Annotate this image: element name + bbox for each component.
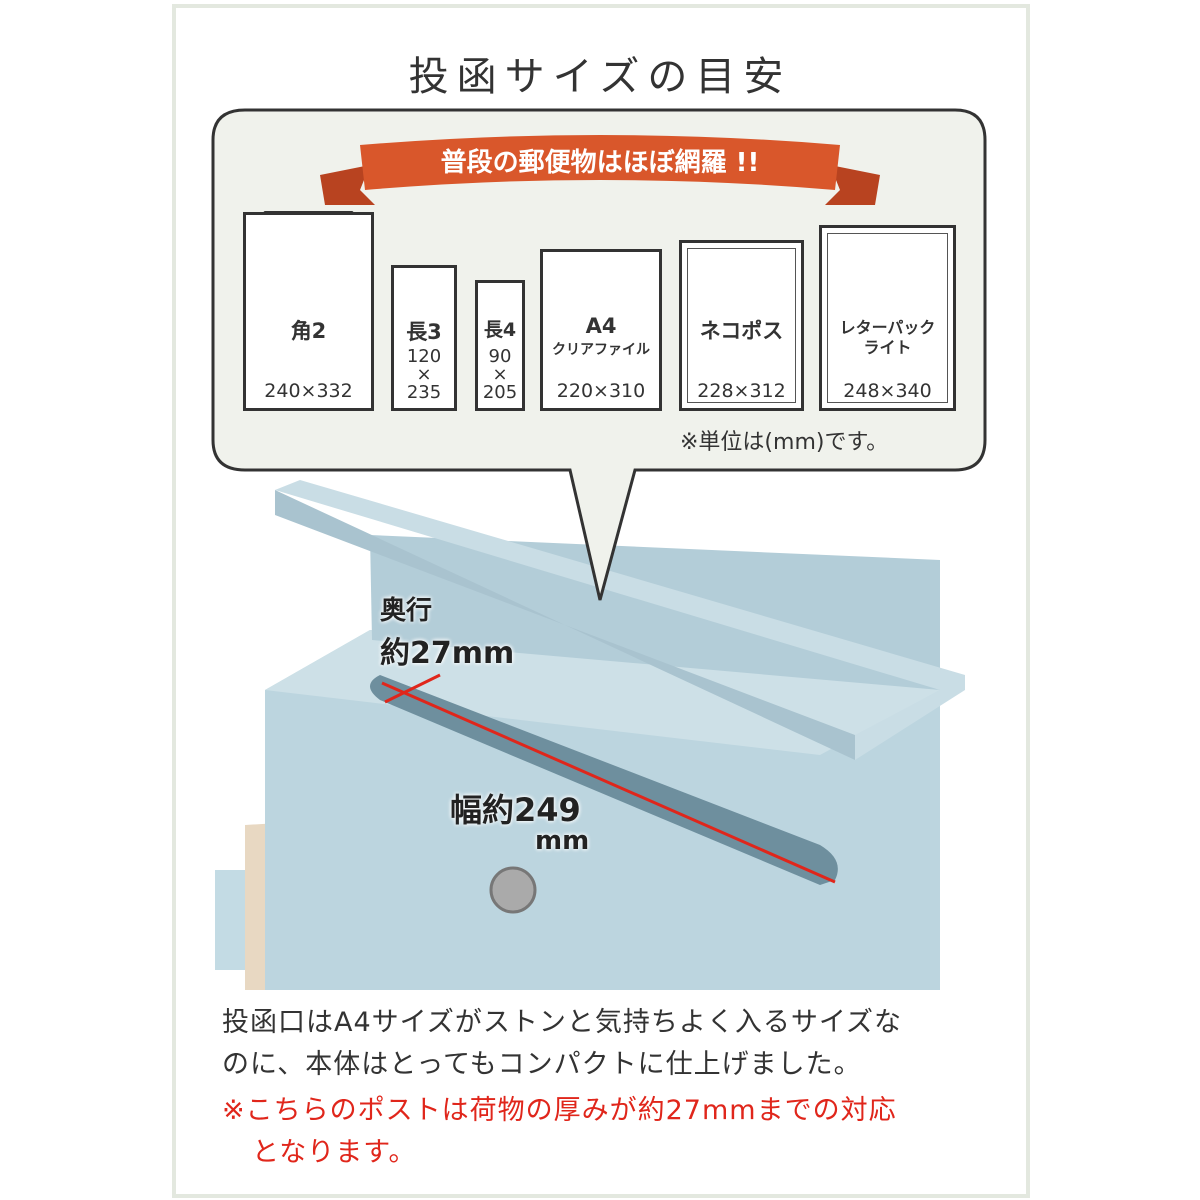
banner-ribbon	[320, 135, 880, 205]
note-line-1: ※こちらのポストは荷物の厚みが約27mmまでの対応	[222, 1095, 897, 1126]
banner-text: 普段の郵便物はほぼ網羅 !!	[440, 148, 760, 178]
mailbox-illustration	[215, 480, 965, 990]
envelope-naga3: 長3 120 × 235	[391, 265, 457, 411]
envelope-kaku2: 角2 240×332	[243, 212, 374, 411]
depth-label: 奥行	[380, 596, 433, 626]
envelope-naga4: 長4 90 × 205	[475, 280, 525, 411]
width-unit: mm	[535, 826, 590, 856]
note-line-2: となります。	[252, 1137, 417, 1168]
unit-note: ※単位は(mm)です。	[680, 430, 889, 455]
width-label: 幅約249	[450, 791, 581, 829]
description-line-1: 投函口はA4サイズがストンと気持ちよく入るサイズな	[222, 1007, 903, 1038]
envelope-letterpack-light: レターパック ライト 248×340	[819, 225, 956, 411]
page-title: 投函サイズの目安	[408, 54, 792, 100]
envelope-a4: A4 クリアファイル 220×310	[540, 249, 662, 411]
envelope-nekopos: ネコポス 228×312	[679, 240, 804, 411]
depth-value: 約27mm	[380, 636, 515, 671]
description-line-2: のに、本体はとってもコンパクトに仕上げました。	[222, 1049, 862, 1080]
